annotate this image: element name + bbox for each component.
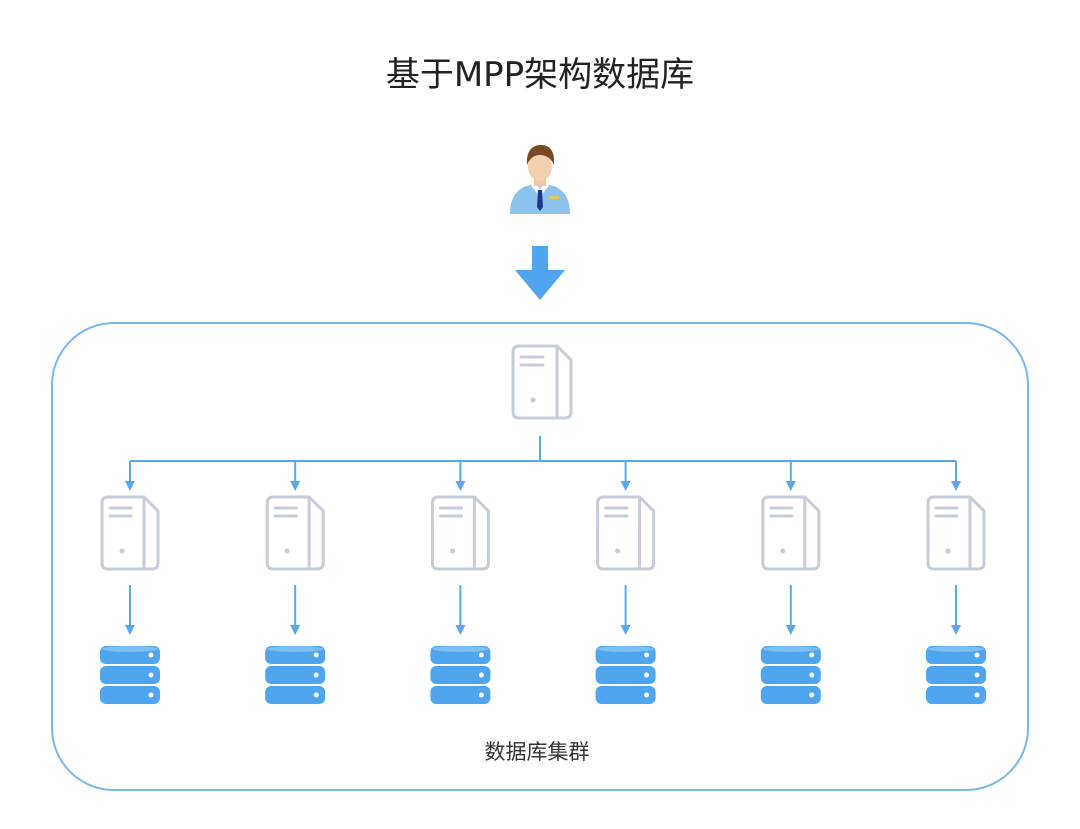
server-icon: [761, 495, 821, 571]
database-icon: [100, 646, 160, 704]
cluster-label: 数据库集群: [485, 740, 590, 764]
database-icon: [595, 646, 656, 704]
database-icon: [760, 646, 821, 704]
cluster-container: [51, 322, 1029, 791]
server-icon: [926, 495, 986, 571]
down-arrow-icon: [515, 246, 565, 300]
server-icon: [596, 495, 656, 571]
server-icon: [265, 495, 325, 571]
server-icon: [430, 495, 490, 571]
database-icon: [430, 646, 491, 704]
page-title: 基于MPP架构数据库: [386, 55, 694, 95]
node-columns: [100, 461, 986, 704]
server-icon: [100, 495, 160, 571]
user-avatar-icon: [510, 145, 570, 214]
master-server-icon: [511, 344, 573, 420]
database-icon: [926, 646, 986, 704]
database-icon: [265, 646, 326, 704]
